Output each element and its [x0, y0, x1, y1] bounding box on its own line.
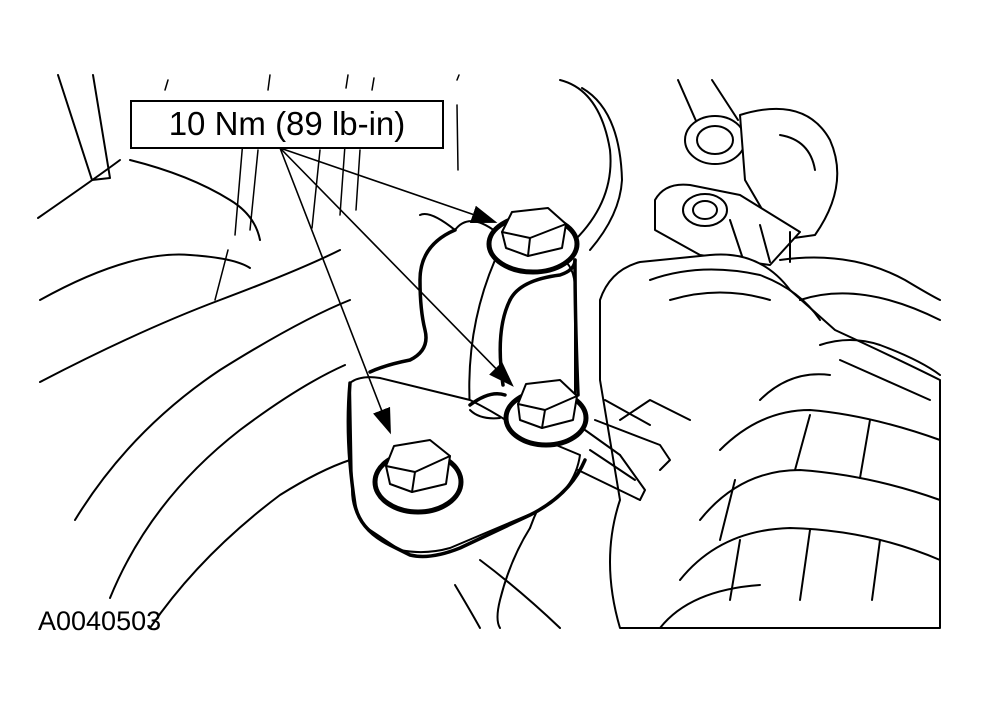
- leader-upper-bolt: [279, 147, 498, 223]
- bolt-lower: [372, 439, 464, 515]
- bolt-upper: [486, 207, 580, 275]
- figure-id: A0040503: [38, 606, 161, 636]
- leader-middle-bolt: [279, 147, 514, 387]
- leader-lower-bolt: [279, 147, 391, 435]
- right-component: [599, 253, 941, 629]
- torque-callout-box: [130, 100, 444, 149]
- callout-leaders: [279, 147, 514, 435]
- torque-callout: 10 Nm (89 lb-in): [130, 100, 444, 149]
- hose-fitting: [654, 79, 839, 266]
- bolt-middle: [503, 379, 589, 448]
- torque-label: 10 Nm (89 lb-in): [169, 105, 406, 142]
